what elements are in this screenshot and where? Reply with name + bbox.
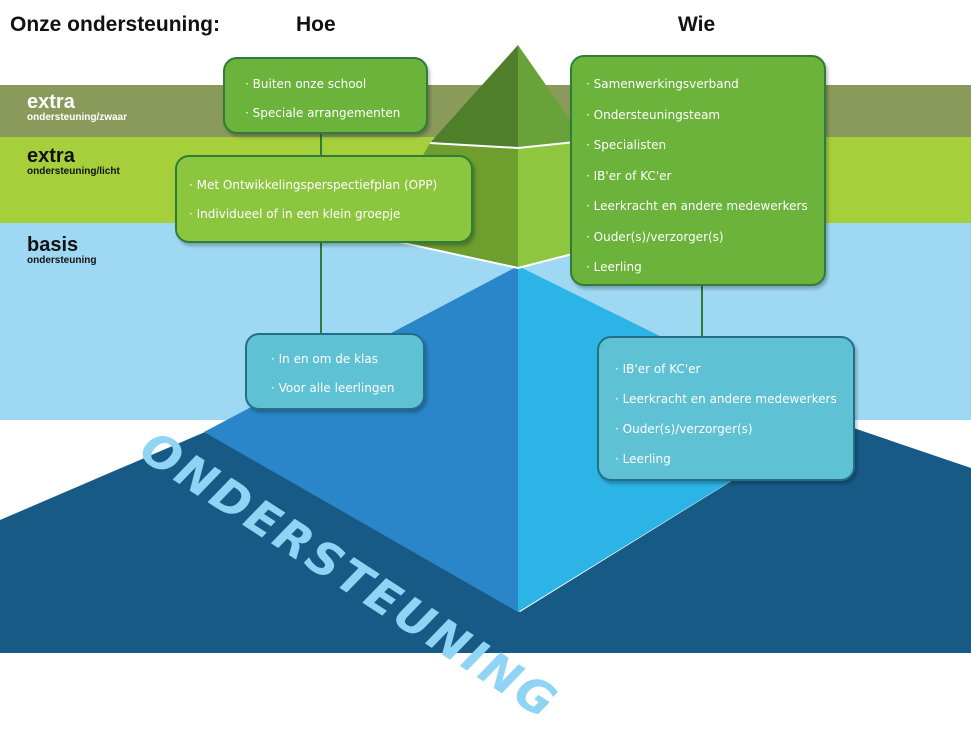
level-subtitle: ondersteuning — [27, 255, 97, 266]
list-item: Met Ontwikkelingsperspectiefplan (OPP) — [189, 171, 471, 200]
pyramid-tip-right — [518, 45, 585, 148]
hoe-box-basis: In en om de klas Voor alle leerlingen — [245, 333, 425, 410]
wie-box-extra: Samenwerkingsverband Ondersteuningsteam … — [570, 55, 826, 286]
column-header-wie: Wie — [678, 13, 716, 36]
pyramid-left-face — [204, 266, 518, 612]
list-item: In en om de klas — [271, 345, 423, 374]
hoe-box-heavy: Buiten onze school Speciale arrangemente… — [223, 57, 428, 134]
list-item: Ondersteuningsteam — [586, 100, 824, 131]
list-item: Buiten onze school — [245, 70, 426, 99]
level-label-basis: basis ondersteuning — [27, 235, 96, 266]
list-item: Voor alle leerlingen — [271, 374, 423, 403]
list-item: Specialisten — [586, 130, 824, 161]
list-item: Leerkracht en andere medewerkers — [615, 384, 853, 414]
list-item: Leerling — [586, 252, 824, 283]
list-item: Leerling — [615, 444, 853, 474]
wie-box-basis: IB'er of KC'er Leerkracht en andere mede… — [597, 336, 855, 481]
pyramid-tip-left — [430, 45, 518, 148]
connector-wie — [701, 285, 703, 337]
level-subtitle: ondersteuning/licht — [27, 166, 120, 177]
list-item: IB'er of KC'er — [586, 161, 824, 192]
level-title: extra — [27, 91, 75, 113]
floor — [0, 420, 971, 653]
level-title: basis — [27, 234, 79, 256]
list-item: Individueel of in een klein groepje — [189, 200, 471, 229]
hoe-box-light: Met Ontwikkelingsperspectiefplan (OPP) I… — [175, 155, 473, 243]
level-title: extra — [27, 145, 75, 167]
separator-top — [429, 140, 586, 150]
level-label-heavy: extra ondersteuning/zwaar — [27, 92, 127, 123]
list-item: Speciale arrangementen — [245, 99, 426, 128]
list-item: Leerkracht en andere medewerkers — [586, 191, 824, 222]
level-subtitle: ondersteuning/zwaar — [27, 112, 128, 123]
list-item: Ouder(s)/verzorger(s) — [615, 414, 853, 444]
level-label-light: extra ondersteuning/licht — [27, 146, 120, 177]
list-item: Ouder(s)/verzorger(s) — [586, 222, 824, 253]
column-header-hoe: Hoe — [296, 13, 336, 36]
page-title: Onze ondersteuning: — [10, 13, 220, 36]
list-item: Samenwerkingsverband — [586, 69, 824, 100]
list-item: IB'er of KC'er — [615, 354, 853, 384]
